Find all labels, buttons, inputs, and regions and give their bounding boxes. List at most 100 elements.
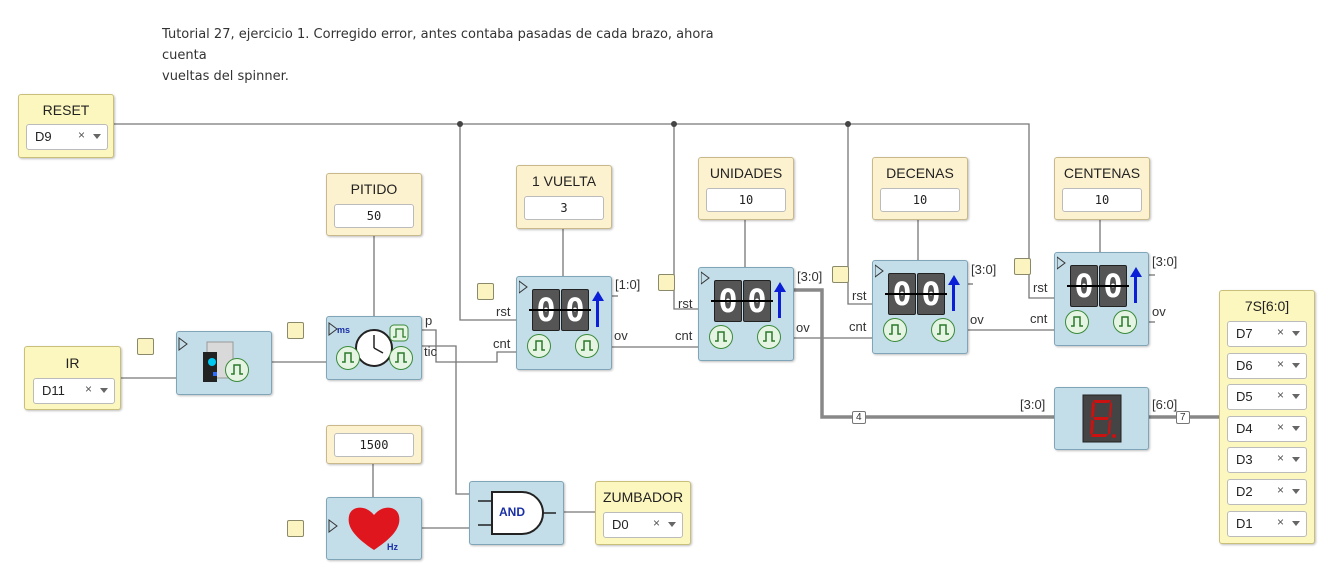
centenas-value[interactable]: 10 — [1062, 188, 1142, 212]
ir-title: IR — [65, 355, 80, 371]
counter-config-toggle[interactable] — [658, 274, 675, 291]
seg-pin-select[interactable]: D5 × — [1227, 384, 1307, 410]
chevron-down-icon[interactable] — [93, 134, 101, 139]
chevron-down-icon[interactable] — [1292, 457, 1300, 462]
centenas-counter-block[interactable]: 0 0 — [1054, 252, 1149, 346]
decenas-value[interactable]: 10 — [880, 188, 960, 212]
unidades-value[interactable]: 10 — [706, 188, 786, 212]
clear-icon[interactable]: × — [1276, 388, 1284, 402]
chevron-down-icon[interactable] — [668, 522, 676, 527]
count-up-arrowhead-icon — [591, 291, 604, 301]
clear-icon[interactable]: × — [1276, 357, 1284, 371]
chevron-down-icon[interactable] — [1292, 521, 1300, 526]
clear-icon[interactable]: × — [1276, 515, 1284, 529]
decenas-constant-block[interactable]: DECENAS 10 — [872, 157, 968, 220]
timer-config-toggle[interactable] — [287, 322, 304, 339]
vuelta-ov-label: ov — [614, 328, 628, 343]
clock-input-icon — [1057, 256, 1066, 270]
clock-input-icon — [701, 271, 710, 285]
seven-segment-output-block[interactable]: 7S[6:0] D7 × D6 × D5 × D4 × D3 × D2 × D1… — [1219, 290, 1315, 544]
tone-generator-block[interactable]: Hz — [326, 497, 422, 560]
count-up-arrowhead-icon — [947, 275, 960, 285]
clock-input-icon — [519, 280, 528, 294]
clear-icon[interactable]: × — [1276, 420, 1284, 434]
clear-icon[interactable]: × — [1276, 483, 1284, 497]
unidades-counter-block[interactable]: 0 0 — [698, 267, 794, 361]
zumbador-title: ZUMBADOR — [602, 489, 684, 505]
decenas-counter-block[interactable]: 0 0 — [872, 260, 968, 354]
ir-input-block[interactable]: IR D11 × — [24, 346, 121, 410]
counter-config-toggle[interactable] — [477, 283, 494, 300]
centenas-constant-block[interactable]: CENTENAS 10 — [1054, 157, 1150, 220]
count-up-arrow-icon — [596, 299, 599, 327]
and-gate-label: AND — [499, 505, 525, 519]
seg-pin-select[interactable]: D3 × — [1227, 447, 1307, 473]
clear-icon[interactable]: × — [1276, 451, 1284, 465]
unidades-bus-label: [3:0] — [797, 269, 823, 284]
segment-bus-width: 7 — [1176, 411, 1190, 424]
count-up-arrow-icon — [1134, 275, 1137, 303]
counter-config-toggle[interactable] — [1014, 258, 1031, 275]
zumbador-output-block[interactable]: ZUMBADOR D0 × — [595, 481, 691, 545]
chevron-down-icon[interactable] — [1292, 426, 1300, 431]
chevron-down-icon[interactable] — [1292, 363, 1300, 368]
reset-input-block[interactable]: RESET D9 × — [18, 94, 114, 158]
bcd-bus-width: 4 — [852, 411, 866, 424]
pulse-icon — [1065, 310, 1089, 334]
chevron-down-icon[interactable] — [1292, 489, 1300, 494]
clear-icon[interactable]: × — [77, 128, 85, 142]
seg-pin-value: D5 — [1236, 389, 1253, 404]
pulse-icon — [931, 318, 955, 342]
reset-pin-value: D9 — [35, 129, 52, 144]
clear-icon[interactable]: × — [652, 516, 660, 530]
chevron-down-icon[interactable] — [100, 388, 108, 393]
unidades-constant-block[interactable]: UNIDADES 10 — [698, 157, 794, 220]
frequency-constant-block[interactable]: 1500 — [326, 425, 422, 464]
vuelta-constant-block[interactable]: 1 VUELTA 3 — [516, 165, 612, 229]
seven-segment-decoder-block[interactable] — [1054, 387, 1149, 450]
ir-pin-select[interactable]: D11 × — [33, 378, 115, 404]
tone-config-toggle[interactable] — [287, 520, 304, 537]
and-gate-block[interactable]: AND — [469, 481, 564, 545]
decenas-title: DECENAS — [886, 165, 954, 181]
counter-config-toggle[interactable] — [832, 266, 849, 283]
unidades-title: UNIDADES — [709, 165, 783, 181]
count-up-arrow-icon — [952, 283, 955, 311]
clear-icon[interactable]: × — [1276, 325, 1284, 339]
seg-pin-value: D2 — [1236, 484, 1253, 499]
seg-pin-select[interactable]: D4 × — [1227, 416, 1307, 442]
vuelta-counter-block[interactable]: 0 0 — [516, 276, 612, 370]
sensor-config-toggle[interactable] — [137, 338, 154, 355]
chevron-down-icon[interactable] — [1292, 394, 1300, 399]
pulse-icon — [527, 334, 551, 358]
frequency-value[interactable]: 1500 — [334, 433, 414, 457]
pitido-constant-block[interactable]: PITIDO 50 — [326, 173, 422, 236]
seg-pin-value: D4 — [1236, 421, 1253, 436]
centenas-title: CENTENAS — [1063, 165, 1141, 181]
vuelta-value[interactable]: 3 — [524, 196, 604, 220]
count-up-arrowhead-icon — [773, 282, 786, 292]
seg-pin-select[interactable]: D2 × — [1227, 479, 1307, 505]
vuelta-title: 1 VUELTA — [531, 173, 597, 189]
and-gate-icon — [478, 491, 556, 535]
heart-icon — [328, 507, 400, 550]
tone-unit-label: Hz — [387, 542, 398, 552]
seg-pin-select[interactable]: D1 × — [1227, 511, 1307, 537]
pitido-value[interactable]: 50 — [334, 204, 414, 228]
zumbador-pin-select[interactable]: D0 × — [603, 512, 683, 538]
chevron-down-icon[interactable] — [1292, 331, 1300, 336]
seg-pin-select[interactable]: D7 × — [1227, 321, 1307, 347]
pulse-icon — [336, 346, 360, 370]
p-wire — [421, 345, 469, 495]
junction-dot — [671, 121, 677, 127]
seg-pin-select[interactable]: D6 × — [1227, 353, 1307, 379]
count-up-arrow-icon — [778, 290, 781, 318]
timer-block[interactable]: ms — [326, 316, 422, 380]
centenas-rst-label: rst — [1033, 280, 1048, 295]
unidades-cnt-label: cnt — [675, 328, 693, 343]
pulse-icon — [1113, 310, 1137, 334]
reset-pin-select[interactable]: D9 × — [26, 124, 108, 150]
ir-sensor-block[interactable] — [176, 331, 272, 395]
decenas-rst-label: rst — [852, 288, 867, 303]
clear-icon[interactable]: × — [84, 382, 92, 396]
